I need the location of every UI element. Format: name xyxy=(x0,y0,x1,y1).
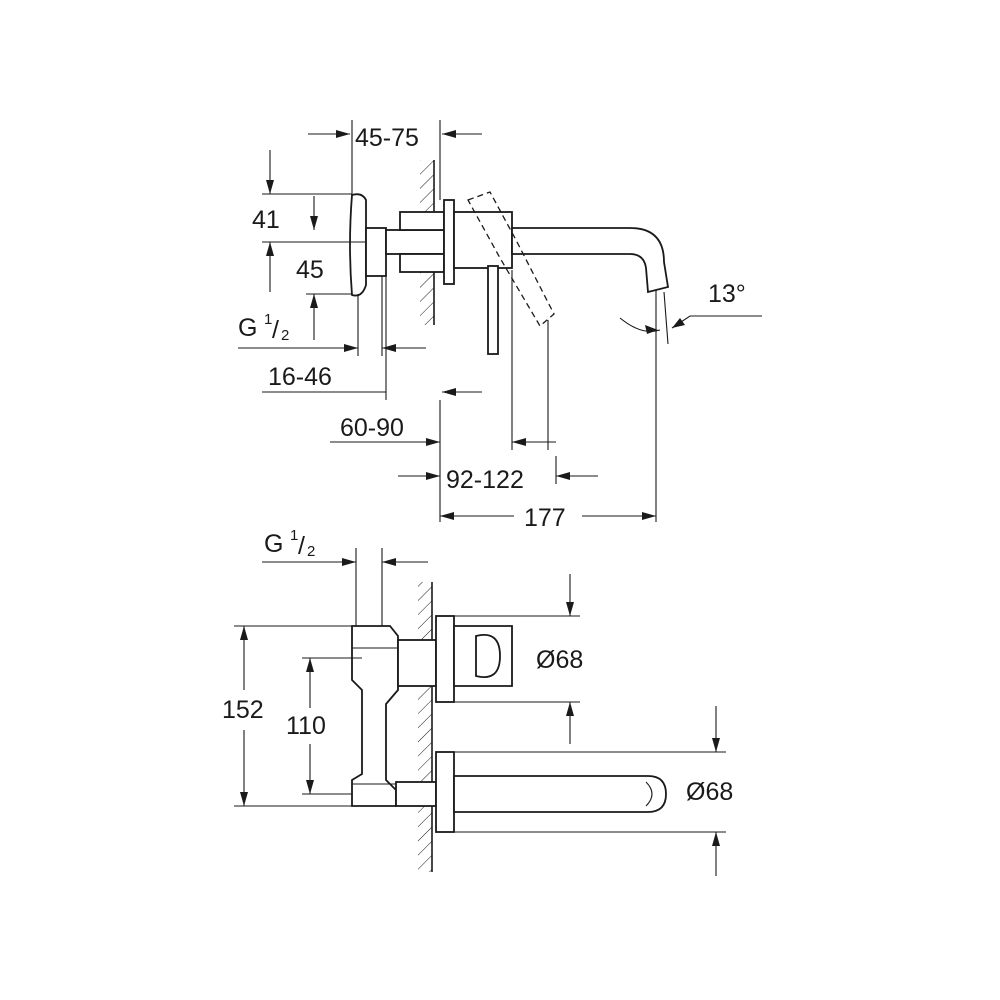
dim-connection-spacing-label: 110 xyxy=(286,712,326,740)
spout-side xyxy=(453,191,670,355)
lever-plate xyxy=(435,615,513,703)
dim-wall-depth-label: 45-75 xyxy=(355,124,419,152)
valve-body xyxy=(385,199,455,285)
lever-disc xyxy=(349,193,387,297)
thread-spec-side: G 1 / 2 xyxy=(238,276,426,356)
thread-spec-front: G 1 / 2 xyxy=(262,527,428,626)
thread-denominator-front: 2 xyxy=(307,543,315,560)
dim-152: 152 xyxy=(222,625,352,807)
dim-92-122: 92-122 xyxy=(398,456,598,494)
thread-denominator-side: 2 xyxy=(281,327,289,344)
dim-lever-reach-label: 92-122 xyxy=(446,466,524,494)
side-view: 45-75 41 45 G 1 / 2 xyxy=(238,120,762,532)
dim-13-deg: 13° xyxy=(619,280,762,345)
dim-spout-plate-diameter-label: Ø68 xyxy=(686,778,733,806)
dim-diameter-lever: Ø68 xyxy=(454,574,583,744)
dim-45: 45 xyxy=(296,196,352,340)
thread-prefix-front: G xyxy=(264,530,283,558)
dim-body-height-label: 45 xyxy=(296,256,324,284)
dim-60-90: 60-90 xyxy=(330,270,556,450)
dim-diameter-spout: Ø68 xyxy=(454,706,733,876)
wall-section-front xyxy=(418,582,433,872)
thread-numerator-side: 1 xyxy=(264,311,272,328)
rough-in-body xyxy=(351,625,437,807)
dim-16-46: 16-46 xyxy=(262,276,482,400)
thread-numerator-front: 1 xyxy=(290,527,298,544)
dim-110: 110 xyxy=(286,657,362,795)
thread-slash-front: / xyxy=(298,532,305,560)
dim-spout-length-label: 177 xyxy=(524,504,566,532)
dim-lever-height-label: 41 xyxy=(252,206,280,234)
dim-overall-height-label: 152 xyxy=(222,696,264,724)
dim-177: 177 xyxy=(439,290,657,532)
thread-prefix-side: G xyxy=(238,314,257,342)
dim-41: 41 xyxy=(252,150,366,292)
dim-45-75: 45-75 xyxy=(308,120,482,200)
dim-spout-angle-label: 13° xyxy=(708,280,746,308)
dim-wall-to-lever-label: 60-90 xyxy=(340,414,404,442)
thread-slash-side: / xyxy=(272,316,279,344)
spout-front xyxy=(435,751,667,833)
front-view: G 1 / 2 152 xyxy=(222,527,733,876)
dim-thread-offset-label: 16-46 xyxy=(268,363,332,391)
dim-lever-plate-diameter-label: Ø68 xyxy=(536,646,583,674)
